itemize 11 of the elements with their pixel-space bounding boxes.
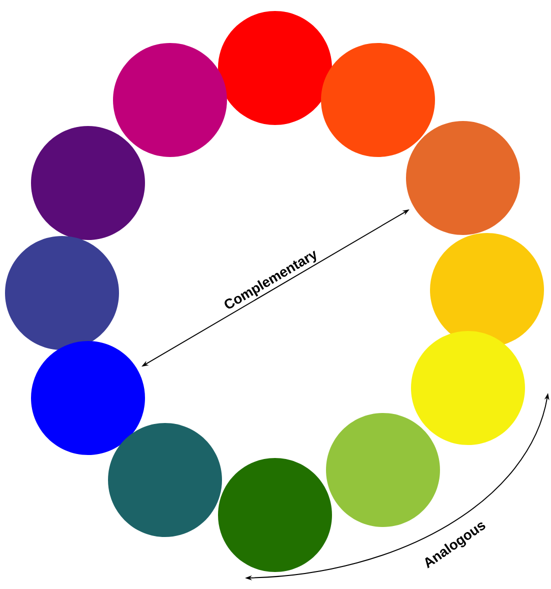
color-circle — [218, 11, 332, 125]
color-circle — [321, 43, 435, 157]
color-circle — [406, 121, 520, 235]
color-circle — [5, 236, 119, 350]
color-circle — [31, 341, 145, 455]
color-circle — [113, 43, 227, 157]
color-circle — [218, 458, 332, 572]
color-circle — [31, 126, 145, 240]
color-circle — [430, 233, 544, 347]
color-circle — [411, 331, 525, 445]
color-circle — [108, 423, 222, 537]
